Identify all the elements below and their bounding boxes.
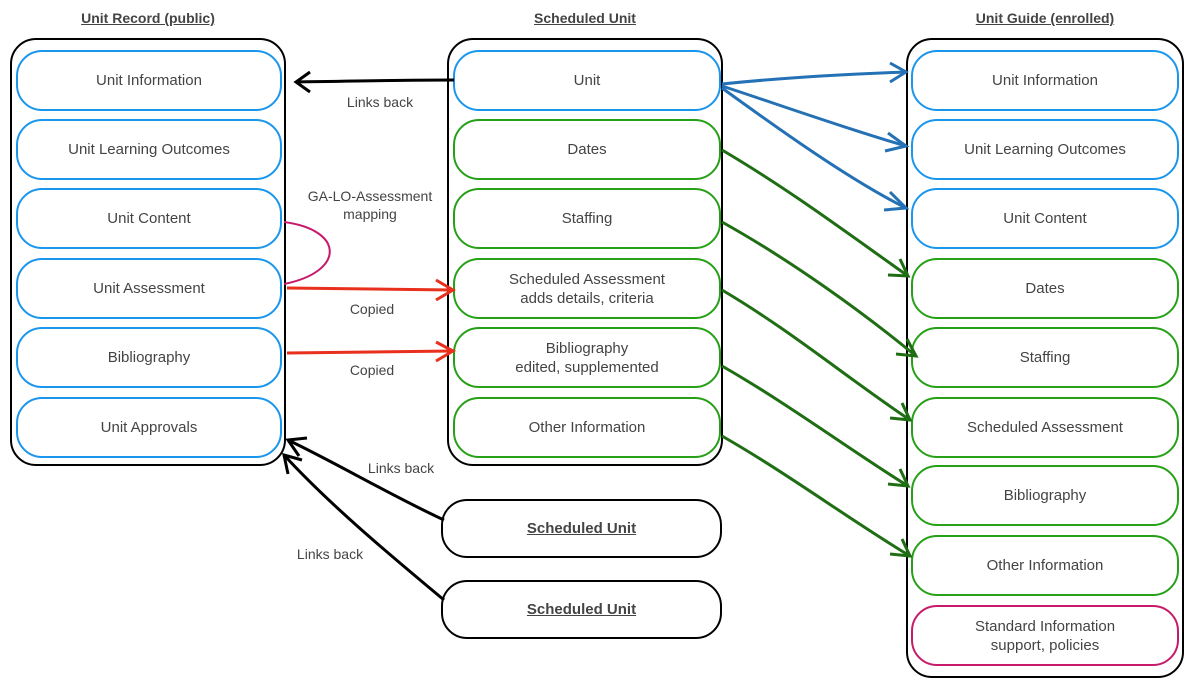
unit-guide-item-learning-outcomes[interactable]: Unit Learning Outcomes [911,119,1179,180]
arrow-links-back-top [295,78,455,84]
arrow-unit-to-guide-information [721,70,907,86]
arrowhead-other-to-guide [889,538,913,558]
label-mapping: GA-LO-Assessment mapping [290,187,450,223]
arrowhead-staffing-to-guide [895,338,919,358]
scheduled-unit-item-scheduled-assessment[interactable]: Scheduled Assessment adds details, crite… [453,258,721,319]
arrow-copied-assessment [286,286,454,292]
unit-guide-item-standard-information[interactable]: Standard Information support, policies [911,605,1179,666]
scheduled-unit-item-unit[interactable]: Unit [453,50,721,111]
arrowhead-unit-to-guide-outcomes [884,131,910,153]
unit-record-item-unit-assessment[interactable]: Unit Assessment [16,258,282,319]
extra-scheduled-unit-1[interactable]: Scheduled Unit [441,499,722,558]
arrowhead-links-back-bottom [282,452,303,475]
arrow-links-back-mid [287,438,445,522]
unit-record-item-learning-outcomes[interactable]: Unit Learning Outcomes [16,119,282,180]
unit-guide-item-other-information[interactable]: Other Information [911,535,1179,596]
label-copied-1: Copied [349,301,395,317]
unit-record-item-bibliography[interactable]: Bibliography [16,327,282,388]
scheduled-unit-item-unit-label: Unit [573,72,601,89]
label-links-back-top: Links back [346,94,414,110]
arrowhead-bibliography-to-guide [887,468,911,488]
unit-guide-item-scheduled-assessment[interactable]: Scheduled Assessment [911,397,1179,458]
unit-guide-item-unit-information[interactable]: Unit Information [911,50,1179,111]
unit-record-item-unit-information[interactable]: Unit Information [16,50,282,111]
scheduled-assessment-sublabel: adds details, criteria [520,289,654,307]
arrow-assessment-to-guide [721,288,911,422]
arrowhead-unit-to-guide-information [889,61,909,84]
scheduled-unit-item-dates[interactable]: Dates [453,119,721,180]
unit-guide-item-dates[interactable]: Dates [911,258,1179,319]
unit-guide-item-bibliography[interactable]: Bibliography [911,465,1179,526]
label-mapping-line2: mapping [343,206,397,222]
arrow-other-to-guide [721,434,911,558]
scheduled-unit-title: Scheduled Unit [534,10,636,26]
label-links-back-bottom: Links back [296,546,364,562]
mapping-curve [283,221,331,285]
standard-information-sublabel: support, policies [990,636,1100,654]
unit-guide-item-staffing[interactable]: Staffing [911,327,1179,388]
scheduled-bibliography-label: Bibliography [545,339,629,357]
arrow-dates-to-guide [721,148,909,278]
arrow-staffing-to-guide [721,220,917,358]
arrow-unit-to-guide-content [721,86,907,210]
label-copied-2: Copied [349,362,395,378]
scheduled-bibliography-sublabel: edited, supplemented [515,358,659,376]
arrowhead-copied-bibliography [435,340,457,363]
scheduled-unit-item-staffing-label: Staffing [561,210,613,227]
extra-scheduled-unit-2[interactable]: Scheduled Unit [441,580,722,639]
unit-guide-item-unit-content[interactable]: Unit Content [911,188,1179,249]
arrowhead-links-back-mid [285,436,308,457]
scheduled-unit-item-dates-label: Dates [567,141,607,158]
unit-record-item-unit-approvals[interactable]: Unit Approvals [16,397,282,458]
scheduled-assessment-label: Scheduled Assessment [509,270,665,288]
standard-information-label: Standard Information [974,617,1116,635]
unit-record-item-unit-content[interactable]: Unit Content [16,188,282,249]
unit-record-container [10,38,286,466]
scheduled-unit-item-other-information[interactable]: Other Information [453,397,721,458]
unit-guide-title: Unit Guide (enrolled) [975,10,1115,26]
arrow-copied-bibliography [286,349,454,355]
extra-scheduled-unit-2-label: Scheduled Unit [526,601,637,618]
arrowhead-unit-to-guide-content [883,190,910,212]
scheduled-unit-item-other-information-label: Other Information [528,419,646,436]
arrow-bibliography-to-guide [721,364,909,488]
label-links-back-mid: Links back [367,460,435,476]
arrowhead-dates-to-guide [887,258,911,278]
arrowhead-assessment-to-guide [889,402,913,422]
arrowhead-copied-assessment [435,278,456,302]
unit-guide-container [906,38,1184,678]
label-mapping-line1: GA-LO-Assessment [307,188,433,204]
scheduled-unit-item-bibliography[interactable]: Bibliography edited, supplemented [453,327,721,388]
scheduled-unit-container [447,38,723,466]
extra-scheduled-unit-1-label: Scheduled Unit [526,520,637,537]
arrow-links-back-bottom [282,453,445,602]
arrowhead-links-back-top [293,70,311,94]
arrow-unit-to-guide-outcomes [721,84,907,148]
scheduled-unit-item-staffing[interactable]: Staffing [453,188,721,249]
unit-record-title: Unit Record (public) [81,10,215,26]
